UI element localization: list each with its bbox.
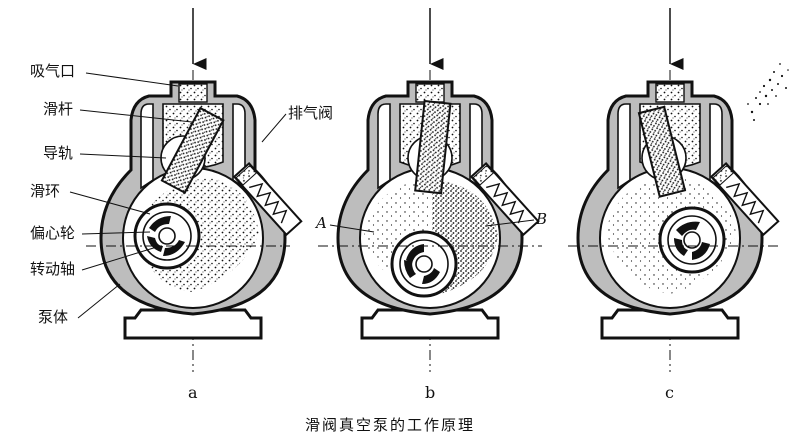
panel-b: A B b — [314, 8, 547, 402]
label-intake: 吸气口 — [30, 62, 75, 80]
eccentric-wheel — [667, 215, 717, 265]
panel-a-label: a — [188, 383, 198, 402]
eccentric-wheel — [142, 211, 192, 261]
label-rotating-shaft: 转动轴 — [30, 260, 75, 278]
slide-rod — [637, 105, 687, 198]
rotating-shaft — [683, 231, 701, 249]
panel-c: c — [568, 8, 789, 402]
panel-b-label: b — [425, 383, 435, 402]
eccentric-wheel — [399, 239, 449, 289]
chamber-b-label: B — [535, 210, 547, 228]
rotating-shaft — [158, 227, 176, 245]
chamber-a-label: A — [314, 214, 327, 232]
slide-rod — [414, 99, 452, 195]
label-guide-rail: 导轨 — [43, 144, 73, 162]
label-eccentric-wheel: 偏心轮 — [30, 224, 75, 242]
panel-c-label: c — [665, 383, 674, 402]
label-exhaust-valve: 排气阀 — [288, 104, 333, 122]
label-slide-rod: 滑杆 — [43, 100, 73, 118]
slide-rod — [160, 106, 225, 195]
rotating-shaft — [415, 255, 433, 273]
figure-caption: 滑阀真空泵的工作原理 — [305, 416, 475, 434]
panel-a: 吸气口 滑杆 导轨 滑环 偏心轮 转动轴 泵体 排气阀 a — [30, 8, 333, 402]
label-pump-body: 泵体 — [38, 308, 68, 326]
label-slide-ring: 滑环 — [30, 182, 60, 200]
exhaust-gas-spray — [747, 63, 789, 121]
